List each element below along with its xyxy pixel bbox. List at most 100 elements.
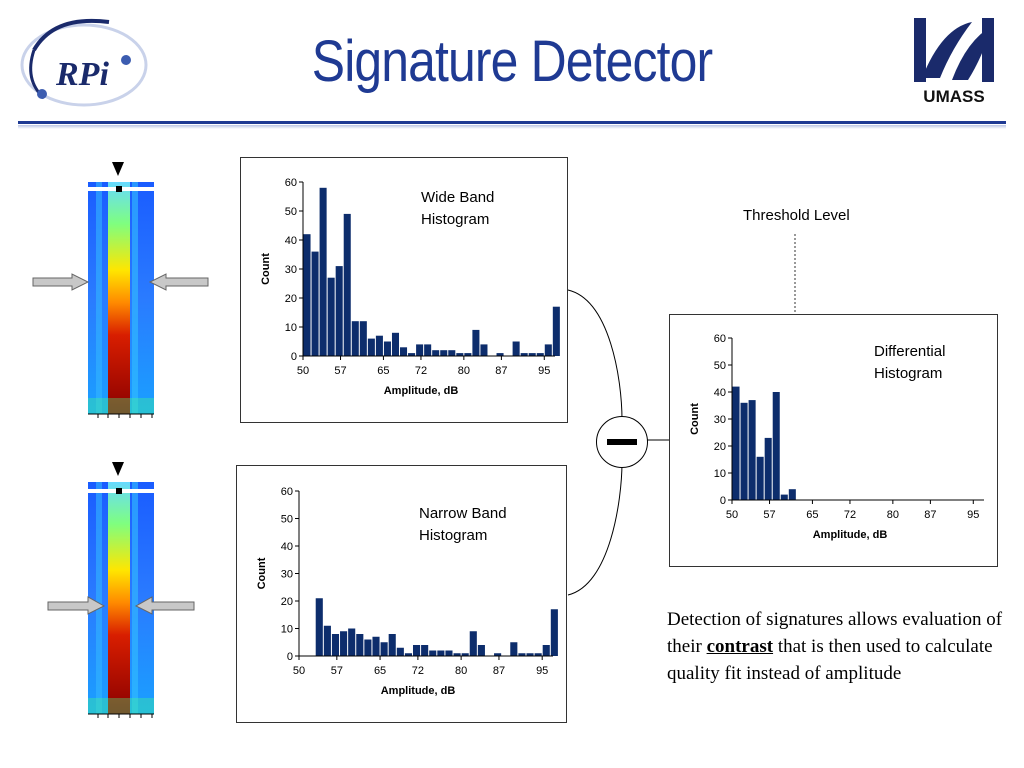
y-tick-label: 30: [285, 264, 297, 276]
rpi-logo-text: RPi: [55, 56, 109, 93]
x-tick-label: 95: [536, 665, 548, 677]
bar: [469, 631, 477, 656]
x-tick-label: 57: [334, 365, 346, 377]
bar: [315, 598, 323, 656]
header-rule-shadow: [18, 125, 1006, 129]
bar: [303, 234, 311, 356]
arrow-right-icon: [47, 596, 106, 615]
minus-icon: [607, 439, 637, 445]
bar: [356, 634, 364, 656]
bar: [740, 402, 748, 500]
x-tick-label: 50: [297, 365, 309, 377]
bar: [391, 332, 400, 356]
x-tick-label: 95: [967, 509, 979, 521]
x-tick-label: 87: [495, 365, 507, 377]
x-tick-label: 80: [455, 665, 467, 677]
bar: [461, 653, 469, 656]
y-axis-label: Count: [260, 253, 272, 285]
bar: [772, 392, 780, 500]
bar: [550, 609, 558, 656]
threshold-label: Threshold Level: [743, 207, 850, 224]
bar: [764, 437, 772, 500]
bar: [518, 653, 526, 656]
bar: [412, 645, 421, 656]
y-tick-label: 30: [281, 569, 293, 581]
x-axis-label: Amplitude, dB: [384, 385, 459, 397]
bar: [375, 335, 383, 356]
umass-logo-text: UMASS: [923, 87, 984, 106]
bar: [367, 338, 375, 356]
y-tick-label: 30: [714, 414, 726, 426]
bar: [437, 650, 445, 656]
arrow-left-icon: [134, 596, 195, 615]
bar: [400, 347, 408, 356]
bar: [542, 645, 550, 656]
y-tick-label: 10: [285, 322, 297, 334]
y-tick-label: 10: [714, 468, 726, 480]
x-tick-label: 57: [331, 665, 343, 677]
x-tick-label: 72: [415, 365, 427, 377]
y-tick-label: 60: [285, 177, 297, 189]
x-tick-label: 65: [377, 365, 389, 377]
subtract-operator: [596, 416, 648, 468]
spectrogram-bottom: [88, 460, 154, 720]
bar: [383, 341, 391, 356]
chart-annotation: Wide Band: [421, 189, 494, 206]
x-tick-label: 65: [374, 665, 386, 677]
y-tick-label: 10: [281, 624, 293, 636]
arrow-left-icon: [148, 273, 209, 291]
description-after: that is then used to calculate quality f…: [667, 636, 993, 684]
x-tick-label: 80: [887, 509, 899, 521]
arrow-right-icon: [32, 273, 90, 291]
bar: [453, 653, 461, 656]
y-axis-label: Count: [689, 403, 701, 435]
bar: [445, 650, 453, 656]
header-rule: [18, 121, 1006, 124]
description-text: Detection of signatures allows evaluatio…: [667, 606, 1007, 687]
x-tick-label: 57: [763, 509, 775, 521]
y-tick-label: 50: [285, 206, 297, 218]
bar: [335, 266, 343, 356]
bar: [512, 341, 520, 356]
bar: [448, 350, 456, 356]
page-title: Signature Detector: [311, 29, 713, 94]
bar: [534, 653, 542, 656]
bar: [780, 494, 788, 500]
x-tick-label: 72: [412, 665, 424, 677]
y-tick-label: 0: [287, 651, 293, 663]
x-tick-label: 50: [293, 665, 305, 677]
bar: [380, 642, 388, 656]
bar: [421, 645, 429, 656]
bar: [372, 636, 380, 656]
chart-annotation: Histogram: [419, 527, 487, 544]
y-tick-label: 40: [281, 541, 293, 553]
bar: [319, 187, 327, 356]
x-tick-label: 87: [924, 509, 936, 521]
bar: [340, 631, 348, 656]
bar: [528, 353, 536, 356]
bar: [756, 456, 764, 500]
chart-annotation: Narrow Band: [419, 505, 507, 522]
bar: [323, 625, 331, 656]
bar: [440, 350, 448, 356]
description-emphasis: contrast: [706, 636, 774, 657]
y-tick-label: 20: [285, 293, 297, 305]
description-before: Detection of signatures allows evaluatio…: [667, 609, 1003, 657]
bar: [526, 653, 534, 656]
bar: [472, 329, 480, 356]
connector-bottom: [567, 461, 623, 596]
chart-annotation: Differential: [874, 343, 945, 360]
bar: [351, 321, 359, 356]
spectrogram-top: [88, 160, 154, 420]
y-tick-label: 50: [714, 360, 726, 372]
bar: [788, 489, 796, 500]
bar: [424, 344, 432, 356]
bar: [327, 277, 335, 356]
bar: [544, 344, 552, 356]
